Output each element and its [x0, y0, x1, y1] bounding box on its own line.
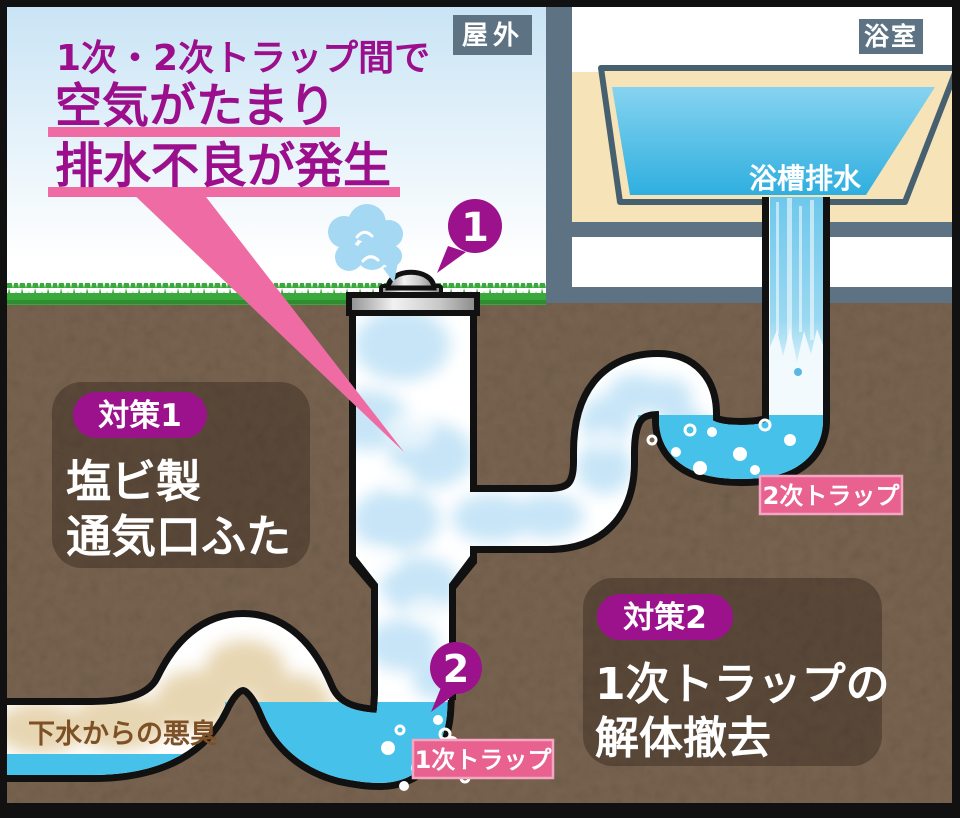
- exterior-wall: [546, 7, 572, 303]
- badge-2-number: 2: [443, 647, 469, 691]
- headline: 1次・2次トラップ間で 空気がたまり 排水不良が発生: [55, 38, 430, 194]
- trapped-air-fog: [328, 309, 708, 700]
- secondary-trap-label: 2次トラップ: [758, 474, 904, 516]
- bathtub-water: [612, 87, 935, 195]
- countermeasure2-badge-text: 対策2: [623, 600, 707, 636]
- primary-trap-label: 1次トラップ: [411, 738, 555, 780]
- secondary-trap-bubbles: [646, 418, 796, 475]
- bathroom-label-text: 浴室: [864, 22, 918, 51]
- badge-1-number: 1: [461, 205, 489, 251]
- countermeasure2-line1: 1次トラップの: [595, 659, 890, 710]
- underline-1: [48, 127, 340, 137]
- countermeasure1-line1: 塩ビ製: [66, 455, 201, 508]
- countermeasure2-badge-pill: [597, 594, 733, 640]
- countermeasure2-line2: 解体撤去: [595, 713, 771, 764]
- falling-water: [770, 197, 824, 420]
- callout-pointer: [128, 189, 404, 452]
- countermeasure1-badge-pill: [73, 392, 207, 438]
- headline-line1: 1次・2次トラップ間で: [56, 38, 430, 79]
- sewer-odor-fog: [0, 640, 360, 754]
- bathroom-label: 浴室: [859, 19, 923, 54]
- sewer-smell-label: 下水からの悪臭: [28, 719, 217, 750]
- countermeasure1-line2: 通気口ふた: [66, 510, 291, 563]
- sewer-water: [0, 754, 193, 794]
- badge-2: 2: [430, 642, 482, 712]
- primary-trap-label-text: 1次トラップ: [415, 746, 553, 774]
- steam-cloud-icon: [328, 204, 403, 283]
- outdoor-label-text: 屋外: [462, 21, 524, 51]
- underline-2: [48, 187, 400, 197]
- outdoor-label: 屋外: [453, 15, 532, 55]
- countermeasure1: 対策1 塩ビ製 通気口ふた: [66, 392, 291, 563]
- bath-drain-label: 浴槽排水: [749, 162, 862, 195]
- air-highlights: [358, 410, 621, 625]
- badge-1: 1: [437, 199, 502, 273]
- headline-line2: 空気がたまり: [55, 79, 336, 134]
- vent-cap: [346, 269, 480, 316]
- secondary-trap-label-text: 2次トラップ: [763, 482, 901, 510]
- bathtub: [598, 65, 960, 205]
- countermeasure1-badge-text: 対策1: [98, 398, 182, 434]
- countermeasure2: 対策2 1次トラップの 解体撤去: [595, 594, 890, 764]
- headline-line3: 排水不良が発生: [55, 138, 391, 194]
